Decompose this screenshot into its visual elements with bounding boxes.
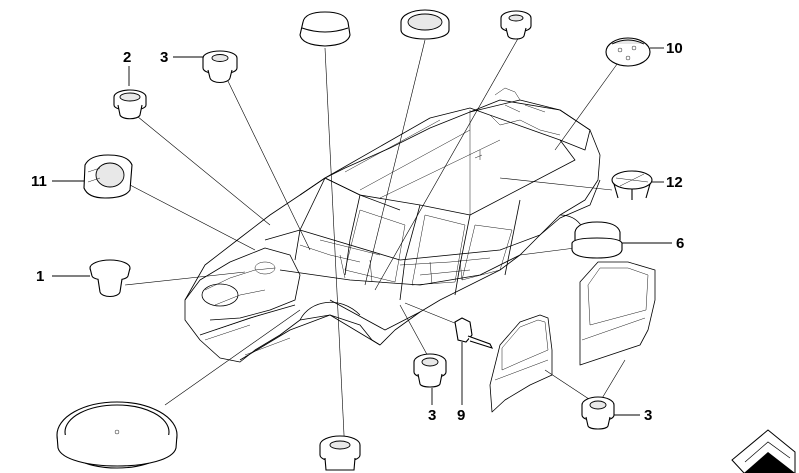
grommet-part-3-bottom bbox=[581, 396, 615, 430]
grommet-part-3-middle bbox=[413, 353, 447, 388]
callout-11: 11 bbox=[31, 173, 47, 190]
callout-12: 12 bbox=[666, 174, 683, 191]
round-plug-top-center bbox=[400, 9, 450, 40]
oval-plug-top-left bbox=[299, 11, 351, 47]
callout-2: 2 bbox=[123, 49, 131, 66]
round-cover-large bbox=[56, 401, 178, 469]
callout-9: 9 bbox=[457, 407, 465, 424]
grommet-part-2 bbox=[113, 89, 147, 120]
callout-10: 10 bbox=[666, 40, 683, 57]
grommet-top-right bbox=[500, 10, 532, 40]
callout-labels: 1 2 3 10 11 12 6 3 9 3 bbox=[31, 40, 684, 424]
rear-door-panel bbox=[579, 261, 656, 366]
bellows-part-11 bbox=[83, 154, 133, 199]
grommet-bottom-center bbox=[319, 435, 361, 471]
callout-3-middle: 3 bbox=[428, 407, 436, 424]
grommet-part-3-top bbox=[202, 50, 238, 84]
valve-part-9 bbox=[454, 317, 494, 349]
callout-3-top: 3 bbox=[160, 49, 168, 66]
cap-part-12 bbox=[611, 170, 653, 200]
callout-3-bottom: 3 bbox=[644, 407, 652, 424]
plug-part-1 bbox=[89, 259, 131, 298]
car-body-shell bbox=[184, 87, 601, 363]
cap-part-10 bbox=[605, 37, 651, 67]
front-door-panel bbox=[489, 314, 553, 413]
leader-lines bbox=[124, 34, 626, 456]
folded-sheet-icon bbox=[731, 429, 796, 473]
callout-1: 1 bbox=[36, 268, 44, 285]
callout-6: 6 bbox=[676, 235, 684, 252]
rubber-plug-part-6 bbox=[571, 221, 623, 259]
